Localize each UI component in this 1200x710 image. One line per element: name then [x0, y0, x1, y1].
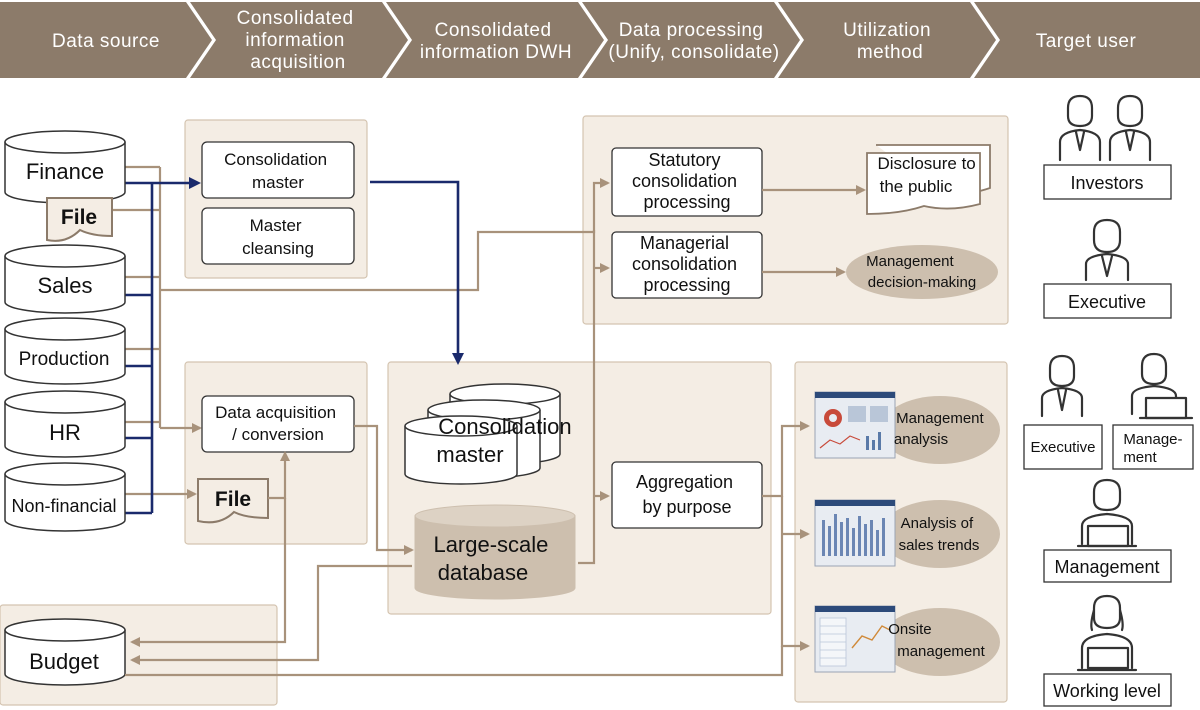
decision-making-ellipse: [846, 245, 998, 299]
management-analysis: Management analysis: [814, 391, 1000, 464]
management-box: [1043, 549, 1172, 583]
stage-label-0: Data source: [52, 31, 160, 52]
stage-header: Data source Consolidated information acq…: [0, 2, 1200, 78]
budget-label: Budget: [29, 649, 99, 674]
data-acquisition-label: Data acquisition / conversion: [215, 403, 341, 444]
master-cleansing-label: Master cleansing: [242, 216, 314, 258]
user-executive-2: Executive: [1023, 354, 1103, 470]
investors-label: Investors: [1070, 173, 1143, 193]
consolidation-master-box: [201, 141, 355, 199]
management-laptop-icon: [1130, 352, 1194, 420]
acquisition-file: File: [197, 478, 269, 524]
stage-label-1: Consolidated information acquisition: [237, 8, 360, 73]
source-finance: Finance: [4, 130, 126, 204]
production-label: Production: [19, 349, 110, 370]
sales-label: Sales: [37, 273, 92, 298]
source-budget: Budget: [4, 618, 126, 686]
stage-processing: [582, 2, 800, 78]
management-analysis-screenshot: [814, 391, 896, 459]
large-db-label: Large-scale database: [433, 532, 554, 585]
data-acquisition-box: [201, 395, 355, 453]
executive-2-label: Executive: [1030, 439, 1095, 456]
disclosure-label: Disclosure to the public: [878, 154, 981, 196]
statutory-box: [611, 147, 763, 217]
dwh-consolidation-master: Consolidation master: [404, 383, 577, 485]
managerial-box: [611, 231, 763, 299]
executive-2-box: [1023, 424, 1103, 470]
executive-icon: [1084, 218, 1130, 282]
stage-acquisition: [190, 2, 408, 78]
user-management: Management: [1043, 478, 1172, 583]
management-small-label: Manage- ment: [1123, 431, 1186, 466]
sales-trends-label: Analysis of sales trends: [899, 515, 980, 554]
user-working-level: Working level: [1043, 594, 1172, 707]
onsite-management-label: Onsite management: [888, 621, 985, 660]
executive-1-label: Executive: [1068, 292, 1146, 312]
working-level-icon: [1076, 594, 1138, 672]
source-hr: HR: [4, 390, 126, 458]
stage-data-source: [0, 2, 212, 78]
management-icon: [1076, 478, 1138, 548]
decision-making-label: Management decision-making: [866, 253, 976, 291]
aggregation-label: Aggregation by purpose: [636, 472, 738, 517]
working-level-label: Working level: [1053, 681, 1161, 701]
nonfinancial-label: Non-financial: [11, 496, 116, 516]
management-analysis-label: Management analysis: [894, 410, 988, 448]
statutory-label: Statutory consolidation processing: [632, 150, 742, 212]
stage-label-5: Target user: [1036, 31, 1137, 52]
stage-label-2: Consolidated information DWH: [420, 20, 572, 63]
sales-trends-analysis: Analysis of sales trends: [814, 499, 1000, 568]
onsite-management: Onsite management: [814, 605, 1000, 676]
stage-utilization: [778, 2, 996, 78]
management-label: Management: [1054, 557, 1159, 577]
source-nonfinancial: Non-financial: [4, 462, 126, 532]
managerial-label: Managerial consolidation processing: [632, 233, 742, 295]
file-1-label: File: [61, 206, 97, 229]
flow-arrows: [125, 178, 866, 677]
investor-icon: [1058, 94, 1152, 162]
source-sales: Sales: [4, 244, 126, 314]
user-investors: Investors: [1043, 94, 1172, 200]
source-production: Production: [4, 317, 126, 385]
working-level-box: [1043, 673, 1172, 707]
stage-label-3: Data processing (Unify, consolidate): [608, 20, 779, 63]
file-2-label: File: [215, 488, 251, 511]
executive-2-icon: [1040, 354, 1084, 418]
stage-target-user: [974, 2, 1200, 78]
investors-box: [1043, 164, 1172, 200]
finance-label: Finance: [26, 159, 104, 184]
disclosure-document: Disclosure to the public: [866, 144, 991, 215]
hr-label: HR: [49, 420, 81, 445]
master-cleansing-box: [201, 207, 355, 265]
dwh-master-label: Consolidation master: [436, 414, 577, 467]
master-feed-lines: [124, 177, 464, 515]
large-scale-database: Large-scale database: [414, 504, 576, 600]
management-small-box: [1112, 424, 1194, 470]
executive-1-box: [1043, 283, 1172, 319]
stage-label-4: Utilization method: [843, 20, 937, 63]
user-executive-1: Executive: [1043, 218, 1172, 319]
user-management-small: Manage- ment: [1112, 352, 1194, 470]
stage-dwh: [386, 2, 604, 78]
source-file-1: File: [46, 197, 113, 242]
consolidation-master-label: Consolidation master: [224, 150, 332, 192]
